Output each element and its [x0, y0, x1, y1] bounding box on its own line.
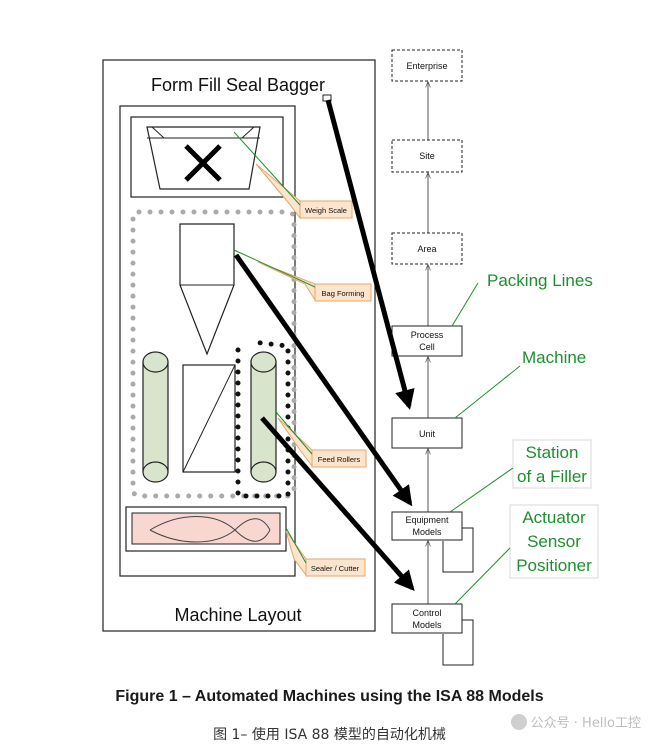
watermark-text: 公众号 · Hello工控: [530, 716, 641, 731]
watermark: 公众号 · Hello工控: [510, 712, 641, 731]
annotation-station-line1: Station: [526, 443, 579, 462]
callout-weigh-scale: Weigh Scale: [233, 131, 353, 220]
annotation-actuator: Actuator: [522, 508, 586, 527]
control-models-box: [391, 603, 463, 634]
annotation-station-box: [512, 439, 592, 489]
equipment-models-label-line2: Models: [412, 527, 442, 537]
machine-title: Form Fill Seal Bagger: [151, 75, 325, 95]
machine-layout-label: Machine Layout: [174, 605, 301, 625]
feed-rollers: [142, 351, 277, 483]
annotations: Packing Lines Machine Station of a Fille…: [449, 271, 599, 605]
annotation-actuator-box: [509, 504, 599, 579]
machine-layout: Form Fill Seal Bagger Machine Layout: [102, 59, 376, 632]
enterprise-label: Enterprise: [406, 61, 447, 71]
figure-caption-chinese: 图 1– 使用 ISA 88 模型的自动化机械: [213, 727, 446, 743]
arrow-machine-to-unit: [325, 99, 415, 410]
callout-feed-rollers-label: Feed Rollers: [318, 455, 361, 464]
annotation-machine: Machine: [522, 348, 586, 367]
area-box: [391, 232, 463, 265]
mapping-arrows: [233, 94, 415, 591]
unit-label: Unit: [419, 429, 436, 439]
arrow-rollers-to-control: [260, 416, 415, 591]
area-label: Area: [417, 244, 436, 254]
weigh-scale: [130, 116, 284, 198]
equipment-models-box: [391, 511, 463, 541]
arrow-funnel-to-equipment: [233, 253, 413, 507]
enterprise-box: [391, 49, 463, 82]
equipment-models-label-line1: Equipment: [405, 515, 449, 525]
annotation-station-line2: of a Filler: [517, 467, 587, 486]
callout-bag-forming-label: Bag Forming: [322, 289, 365, 298]
callout-bag-forming: Bag Forming: [233, 249, 372, 302]
isa88-hierarchy: Enterprise Site Area Process Cell Unit E…: [391, 49, 474, 666]
callout-weigh-scale-label: Weigh Scale: [305, 206, 347, 215]
callout-sealer-cutter-label: Sealer / Cutter: [311, 564, 360, 573]
process-cell-label-line2: Cell: [419, 342, 435, 352]
bag-forming-funnel: [179, 223, 235, 356]
annotation-positioner: Positioner: [516, 556, 592, 575]
control-models-label-line1: Control: [412, 608, 441, 618]
figure-caption-english: Figure 1 – Automated Machines using the …: [115, 688, 544, 705]
unit-box: [391, 417, 463, 449]
site-box: [391, 139, 463, 173]
callout-sealer-cutter: Sealer / Cutter: [285, 527, 366, 577]
callout-feed-rollers: Feed Rollers: [275, 411, 367, 468]
process-cell-label-line1: Process: [411, 330, 444, 340]
material-path-dotted: [130, 209, 297, 499]
site-label: Site: [419, 151, 435, 161]
feed-belt-dotted: [235, 339, 291, 499]
annotation-sensor: Sensor: [527, 532, 581, 551]
wechat-icon: [510, 713, 527, 730]
control-models-label-line2: Models: [412, 620, 442, 630]
annotation-packing-lines: Packing Lines: [487, 271, 593, 290]
sealer-cutter: [125, 506, 287, 552]
